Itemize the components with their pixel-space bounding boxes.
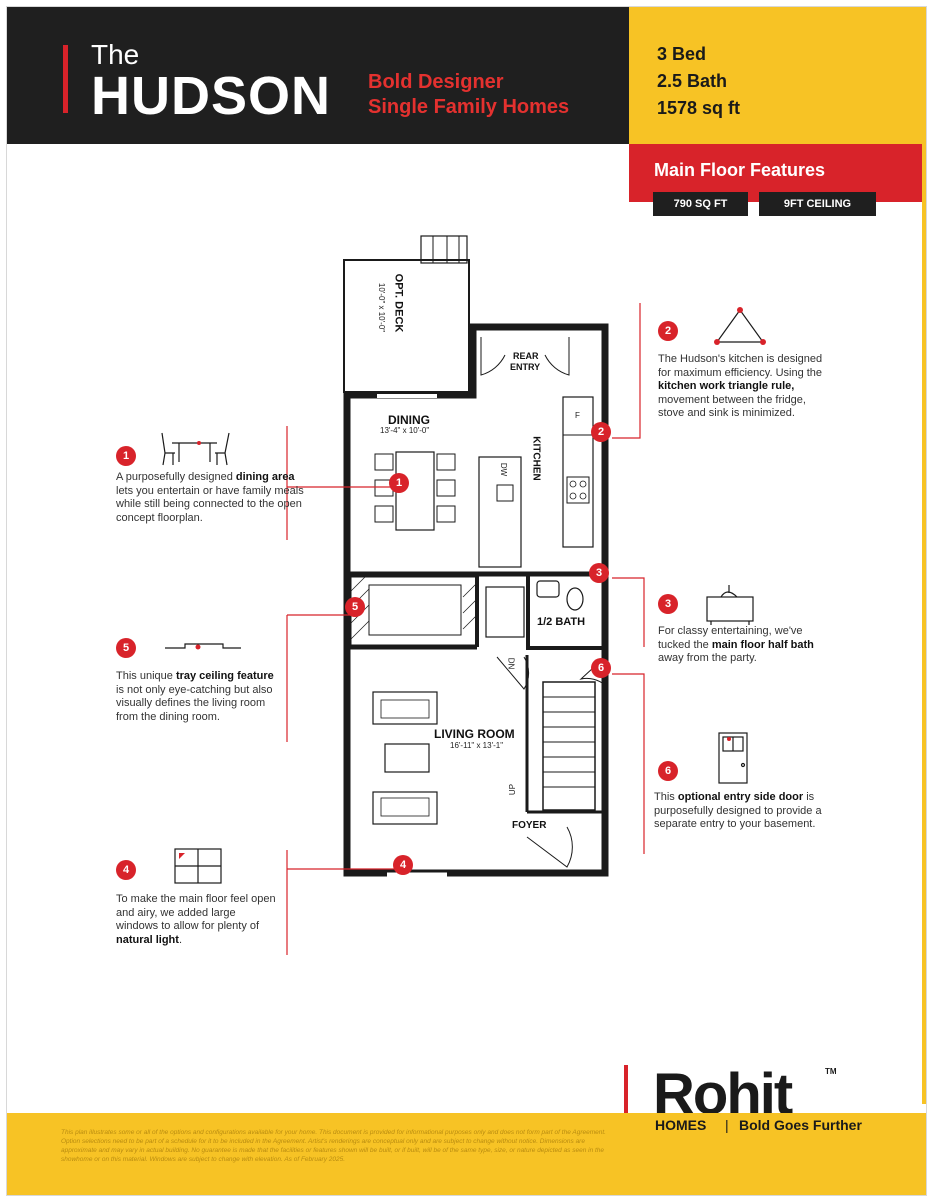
brand-slogan: Bold Goes Further [739,1117,862,1133]
deck-dimension: 10'-0" x 10'-0" [377,282,387,333]
living-room-label: LIVING ROOM [434,727,515,741]
header-accent-bar [63,45,68,113]
plan-marker-5: 5 [345,597,365,617]
living-room-dimension: 16'-11" x 13'-1" [450,741,504,750]
rear-entry-label-2: ENTRY [510,362,541,372]
stairs [542,681,596,811]
tagline-line-1: Bold Designer [368,71,504,93]
exterior-wall [343,323,609,877]
deck-outline [343,259,470,393]
toilet [566,587,584,611]
deck-stairs [420,235,468,264]
stat-area: 1578 sq ft [657,98,741,118]
tray-ceiling-icon [165,643,241,649]
stairs-up-label: UP [508,783,518,796]
dining-dimension: 13'-4" x 10'-0" [380,426,430,435]
half-bath-label: 1/2 BATH [537,616,586,628]
plan-marker-4: 4 [393,855,413,875]
callout-badge-2: 2 [658,321,678,341]
window-icon [174,848,222,884]
callout-badge-1: 1 [116,446,136,466]
fridge-label: F [575,411,580,420]
plan-marker-3: 3 [589,563,609,583]
callout-text-6: This optional entry side door is purpose… [654,791,822,830]
home-stats: 3 Bed 2.5 Bath 1578 sq ft [657,41,740,122]
callout-text-3: For classy entertaining, we've tucked th… [658,625,814,664]
callout-text-1: A purposefully designed dining area lets… [116,471,304,524]
sofa [372,691,438,725]
tagline-line-2: Single Family Homes [368,96,570,118]
legal-disclaimer: This plan illustrates some or all of the… [61,1129,606,1163]
stairs-down-label: DN [506,657,516,670]
foyer-label: FOYER [512,820,547,831]
sqft-badge: 790 SQ FT [653,192,748,216]
model-pretitle: The [91,39,140,70]
floor-plan [161,235,766,955]
callout-badge-3: 3 [658,594,678,614]
footer-band [7,1113,926,1195]
stat-baths: 2.5 Bath [657,71,728,91]
stat-beds: 3 Bed [657,44,707,64]
callout-text-5: This unique tray ceiling feature is not … [116,670,274,723]
callout-badge-5: 5 [116,638,136,658]
trademark-mark: TM [825,1067,837,1076]
plan-marker-2: 2 [591,422,611,442]
callout-text-2: The Hudson's kitchen is designed for max… [658,353,823,419]
callout-badge-4: 4 [116,860,136,880]
plan-marker-6: 6 [591,658,611,678]
coffee-table [384,743,430,773]
callout-text-4: To make the main floor feel open and air… [116,893,276,946]
tray-hatching [350,576,478,640]
callout-lines [286,303,645,955]
rear-entry-label-1: REAR [513,351,539,361]
model-name: HUDSON [91,66,332,126]
brochure-sheet: The HUDSON Bold Designer Single Family H… [6,6,927,1196]
ceiling-badge: 9FT CEILING [759,192,876,216]
brand-homes: HOMES [655,1117,707,1133]
side-accent-stripe [922,144,926,1104]
loveseat [372,791,438,825]
dishwasher-label: DW [499,462,509,477]
plan-marker-1: 1 [389,473,409,493]
section-title: Main Floor Features [654,160,826,180]
dining-label: DINING [388,413,430,427]
header-band [7,7,629,144]
half-bath-walls [526,572,607,650]
kitchen-label: KITCHEN [530,436,542,481]
deck-label: OPT. DECK [392,273,405,333]
brand-separator: | [725,1117,729,1133]
dining-icon [161,432,230,466]
kitchen-island [478,456,522,568]
door-icon [718,732,748,784]
sink-vanity-icon [706,585,754,625]
logo-accent-bar [624,1065,628,1135]
callout-badge-6: 6 [658,761,678,781]
stats-panel [629,7,926,144]
work-triangle-icon [715,308,765,343]
